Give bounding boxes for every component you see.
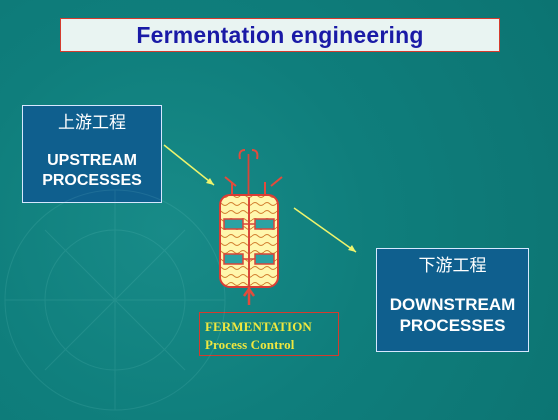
fermenter-to-downstream-arrow	[293, 207, 357, 253]
downstream-cn-label: 下游工程	[418, 256, 487, 276]
impeller-right-bottom	[254, 253, 275, 265]
upstream-to-fermenter-arrow	[163, 144, 215, 186]
impeller-right-top	[254, 218, 275, 230]
upstream-label-line2: PROCESSES	[42, 172, 142, 189]
fermenter-top-assembly	[224, 149, 283, 197]
fermentation-box: FERMENTATION Process Control	[199, 312, 339, 356]
upstream-cn-label: 上游工程	[58, 113, 126, 133]
title-box: Fermentation engineering	[60, 18, 500, 52]
outlet-arrow-head	[242, 286, 256, 297]
downstream-label-line2: PROCESSES	[399, 316, 506, 335]
slide-title: Fermentation engineering	[136, 21, 424, 48]
downstream-processes-box: 下游工程 DOWNSTREAM PROCESSES	[376, 248, 529, 352]
upstream-label-line1: UPSTREAM	[47, 152, 137, 169]
downstream-label-line1: DOWNSTREAM	[389, 295, 516, 314]
background-compass-watermark	[4, 189, 226, 411]
upstream-processes-box: 上游工程 UPSTREAM PROCESSES	[22, 105, 162, 203]
upstream-arrow-head	[206, 178, 214, 185]
process-control-label: Process Control	[205, 337, 295, 352]
downstream-arrow-head	[348, 245, 356, 252]
impeller-left-top	[223, 218, 244, 230]
impeller-left-bottom	[223, 253, 244, 265]
fermentation-label: FERMENTATION	[205, 319, 312, 334]
